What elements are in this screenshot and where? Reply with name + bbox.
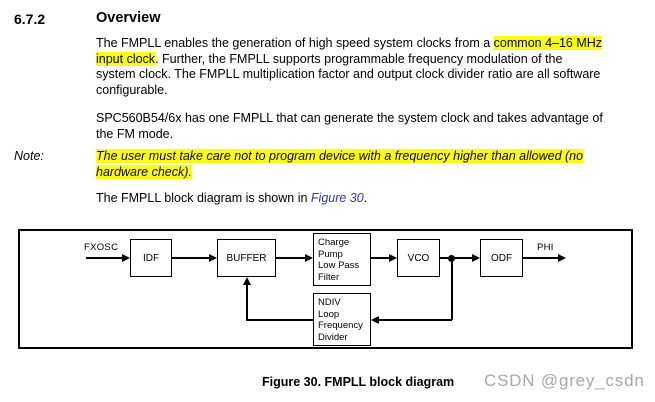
- vco-block: VCO: [397, 239, 440, 277]
- section-title: Overview: [96, 10, 161, 26]
- figure-30-link[interactable]: Figure 30: [310, 191, 364, 205]
- note-label: Note:: [14, 149, 44, 163]
- idf-block: IDF: [130, 239, 172, 277]
- wire-ndiv-out-left: [246, 319, 313, 321]
- arrowhead-into-buffer: [209, 253, 217, 262]
- p3-before-link: The FMPLL block diagram is shown in: [96, 191, 311, 205]
- paragraph-spc560: SPC560B54/6x has one FMPLL that can gene…: [96, 111, 655, 142]
- csdn-watermark: CSDN @grey_csdn: [484, 371, 645, 390]
- wire-fxosc-to-idf: [86, 257, 122, 259]
- note-line-1: The user must take care not to program d…: [96, 149, 584, 163]
- arrowhead-into-vco: [389, 253, 397, 262]
- odf-block: ODF: [480, 239, 523, 277]
- figure-caption: Figure 30. FMPLL block diagram: [262, 375, 455, 389]
- paragraph-figure-ref: The FMPLL block diagram is shown in Figu…: [96, 191, 655, 207]
- p1-line-3: system clock. The FMPLL multiplication f…: [96, 67, 601, 82]
- wire-feedback-up: [246, 284, 248, 321]
- p1-line-4: configurable.: [96, 82, 168, 97]
- arrowhead-phi-output: [558, 253, 566, 262]
- ndiv-loop-frequency-divider-block: NDIV Loop Frequency Divider: [313, 293, 371, 346]
- section-number: 6.7.2: [14, 11, 46, 27]
- p1-highlight-1: common 4–16 MHz: [493, 36, 603, 50]
- note-line-2: hardware check).: [96, 164, 192, 179]
- wire-idf-to-buffer: [172, 257, 209, 259]
- p3-after-link: .: [363, 191, 368, 205]
- phi-signal-label: PHI: [537, 242, 554, 253]
- wire-chargepump-to-vco: [371, 257, 389, 259]
- wire-buffer-to-chargepump: [276, 257, 305, 259]
- p1-run-plain-2: . Further, the FMPLL supports programmab…: [155, 51, 563, 66]
- buffer-block: BUFFER: [217, 239, 276, 277]
- p1-run-plain: The FMPLL enables the generation of high…: [96, 36, 494, 50]
- wire-feedback-into-ndiv: [379, 319, 452, 321]
- wire-feedback-down: [450, 258, 453, 320]
- fxosc-signal-label: FXOSC: [84, 242, 119, 253]
- p2-line-1: SPC560B54/6x has one FMPLL that can gene…: [96, 111, 603, 125]
- fmpll-block-diagram: FXOSC PHI IDF BUFFER Charge Pump Low Pas…: [18, 229, 633, 349]
- arrowhead-into-idf: [122, 253, 130, 262]
- charge-pump-low-pass-filter-block: Charge Pump Low Pass Filter: [313, 233, 371, 286]
- wire-odf-to-phi: [523, 257, 558, 259]
- p2-line-2: the FM mode.: [96, 126, 174, 141]
- note-text: The user must take care not to program d…: [96, 149, 655, 180]
- wire-vco-to-odf: [440, 257, 472, 259]
- arrowhead-into-chargepump: [305, 253, 313, 262]
- p1-highlight-2: input clock: [96, 51, 156, 66]
- arrowhead-into-ndiv: [371, 315, 379, 324]
- arrowhead-into-buffer-bottom: [242, 277, 251, 285]
- arrowhead-into-odf: [472, 253, 480, 262]
- paragraph-fmpll-intro: The FMPLL enables the generation of high…: [96, 36, 655, 98]
